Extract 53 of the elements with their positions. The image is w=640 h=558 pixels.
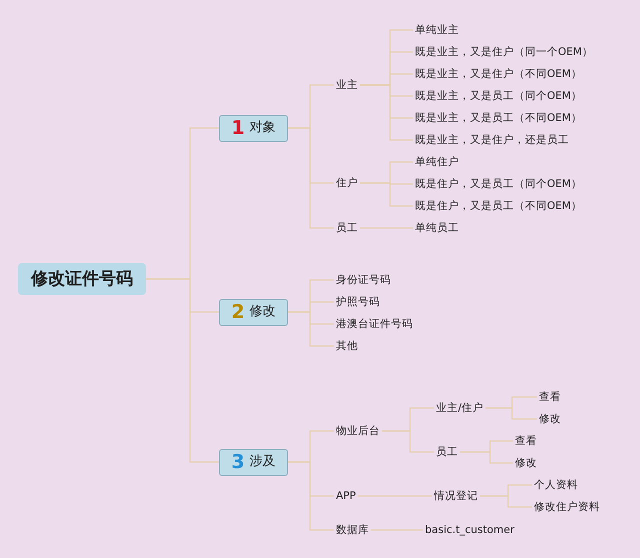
branch-label: 港澳台证件号码	[334, 316, 415, 332]
connector-line	[371, 529, 423, 531]
connector-line	[360, 227, 413, 229]
branch-label: 物业后台	[334, 423, 382, 439]
branch-label: 个人资料	[532, 477, 580, 493]
branch-label: 既是业主，又是住户（不同OEM）	[413, 66, 584, 82]
branch-label: 员工	[434, 444, 460, 460]
branch-label: 修改	[537, 411, 563, 427]
branch-label: 修改住户资料	[532, 499, 602, 515]
branch-label: 既是业主，又是住户（同一个OEM）	[413, 44, 595, 60]
branch-label: 业主/住户	[434, 400, 486, 416]
connector-line	[382, 430, 434, 453]
connector-line	[460, 451, 513, 464]
branch-label: 住户	[334, 175, 360, 191]
connector-line	[146, 278, 219, 463]
branch-label: 既是住户，又是员工（不同OEM）	[413, 198, 584, 214]
branch-label: 数据库	[334, 522, 371, 538]
branch-label: 员工	[334, 220, 360, 236]
branch-label: 业主	[334, 77, 360, 93]
connector-line	[288, 311, 334, 347]
topic-box	[219, 448, 288, 476]
priority-number: 1	[231, 117, 245, 139]
branch-label: 既是业主，又是住户，还是员工	[413, 132, 571, 148]
branch-label: 查看	[513, 433, 539, 449]
branch-label: 身份证号码	[334, 272, 393, 288]
topic-box	[219, 114, 288, 142]
connector-line	[480, 495, 532, 508]
branch-label: 既是业主，又是员工（不同OEM）	[413, 110, 584, 126]
connector-line	[486, 407, 537, 420]
branch-label: 护照号码	[334, 294, 382, 310]
branch-label: 情况登记	[432, 488, 480, 504]
connector-line	[288, 127, 334, 229]
branch-label: 单纯业主	[413, 22, 461, 38]
connector-line	[288, 461, 334, 531]
branch-label: 其他	[334, 338, 360, 354]
branch-label: 单纯住户	[413, 154, 461, 170]
branch-label: 修改	[513, 455, 539, 471]
topic-label: 修改	[250, 304, 276, 320]
topic-box	[219, 298, 288, 326]
topic-label: 对象	[250, 120, 276, 136]
branch-label: 单纯员工	[413, 220, 461, 236]
priority-number: 3	[231, 451, 245, 473]
branch-label: 查看	[537, 389, 563, 405]
priority-number: 2	[231, 301, 245, 323]
connector-line	[360, 84, 413, 141]
connector-line	[360, 182, 413, 207]
branch-label: basic.t_customer	[423, 522, 516, 538]
branch-label: APP	[334, 488, 358, 504]
branch-label: 既是住户，又是员工（同个OEM）	[413, 176, 584, 192]
topic-label: 涉及	[250, 454, 276, 470]
central-topic: 修改证件号码	[18, 263, 146, 295]
connector-line	[358, 495, 432, 497]
branch-label: 既是业主，又是员工（同个OEM）	[413, 88, 584, 104]
